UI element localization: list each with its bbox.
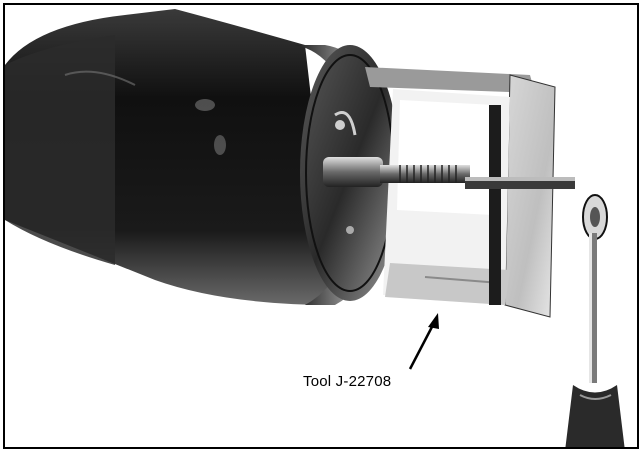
t-handle-illustration [565, 194, 625, 447]
puller-tool-illustration [323, 67, 575, 318]
callout-arrow [408, 313, 439, 370]
figure-frame: Tool J-22708 [3, 3, 639, 449]
photo-illustration [5, 9, 625, 447]
tool-callout-label: Tool J-22708 [303, 373, 392, 390]
